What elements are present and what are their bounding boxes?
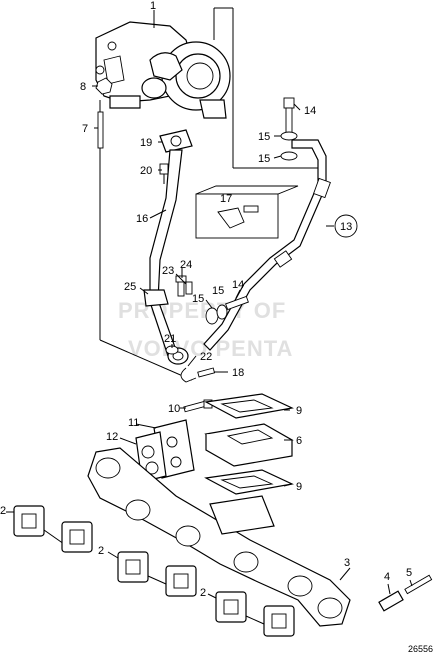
spacer-sleeve [378, 590, 404, 612]
spacer-flange [204, 423, 294, 467]
gasket-lower [204, 469, 294, 495]
callout-7: 7 [82, 123, 88, 135]
callout-15-upper-b: 15 [258, 153, 270, 165]
banjo-bolt-upper [280, 97, 298, 161]
callout-8: 8 [80, 81, 86, 93]
callout-12: 12 [106, 431, 118, 443]
callout-6: 6 [296, 435, 302, 447]
callout-15-lower-a: 15 [212, 285, 224, 297]
oil-feed-pipe [203, 139, 331, 351]
manifold-gasket-middle [117, 551, 197, 597]
callout-13: 13 [340, 221, 352, 233]
callout-9-upper: 9 [296, 405, 302, 417]
callout-14-lower: 14 [232, 279, 244, 291]
callout-circle-13 [334, 214, 358, 238]
oil-return-pipe [143, 149, 189, 365]
callout-10: 10 [168, 403, 180, 415]
callout-9-lower: 9 [296, 481, 302, 493]
callout-labels: 1 8 7 19 20 16 14 15 15 17 13 24 23 25 1… [0, 0, 412, 599]
callout-2-left: 2 [0, 505, 6, 517]
callout-5: 5 [406, 567, 412, 579]
callout-1: 1 [150, 0, 156, 12]
bolts [159, 163, 169, 184]
callout-22: 22 [200, 351, 212, 363]
callout-16: 16 [136, 213, 148, 225]
banjo-fitting-lower [205, 295, 249, 325]
manifold-gasket-right [215, 591, 295, 637]
callout-24: 24 [180, 259, 192, 271]
long-bolt [404, 574, 433, 595]
nut [95, 77, 113, 95]
callout-15-lower-b: 15 [192, 293, 204, 305]
leader-lines [6, 10, 413, 599]
callout-21: 21 [164, 333, 176, 345]
callout-14-upper: 14 [304, 105, 316, 117]
connector-bolts [175, 275, 193, 297]
callout-4: 4 [384, 571, 390, 583]
callout-25: 25 [124, 281, 136, 293]
callout-19: 19 [140, 137, 152, 149]
exhaust-manifold [87, 447, 351, 627]
manifold-bolt [183, 399, 213, 413]
gasket [159, 129, 193, 153]
manifold-gasket-left [13, 505, 93, 553]
stud [97, 111, 104, 149]
callout-17: 17 [220, 193, 232, 205]
callout-23: 23 [162, 265, 174, 277]
turbocharger [95, 21, 231, 119]
callout-15-upper-a: 15 [258, 131, 270, 143]
gasket-upper [204, 393, 294, 419]
callout-11: 11 [128, 417, 139, 429]
callout-20: 20 [140, 165, 152, 177]
clamp-detail [195, 185, 299, 239]
clamp-bolt [197, 367, 216, 378]
callout-18: 18 [232, 367, 244, 379]
callout-3: 3 [344, 557, 350, 569]
reference-number: 26556 [408, 644, 433, 654]
pipe-clamp [180, 367, 197, 383]
callout-2-right: 2 [200, 587, 206, 599]
callout-2-middle: 2 [98, 545, 104, 557]
